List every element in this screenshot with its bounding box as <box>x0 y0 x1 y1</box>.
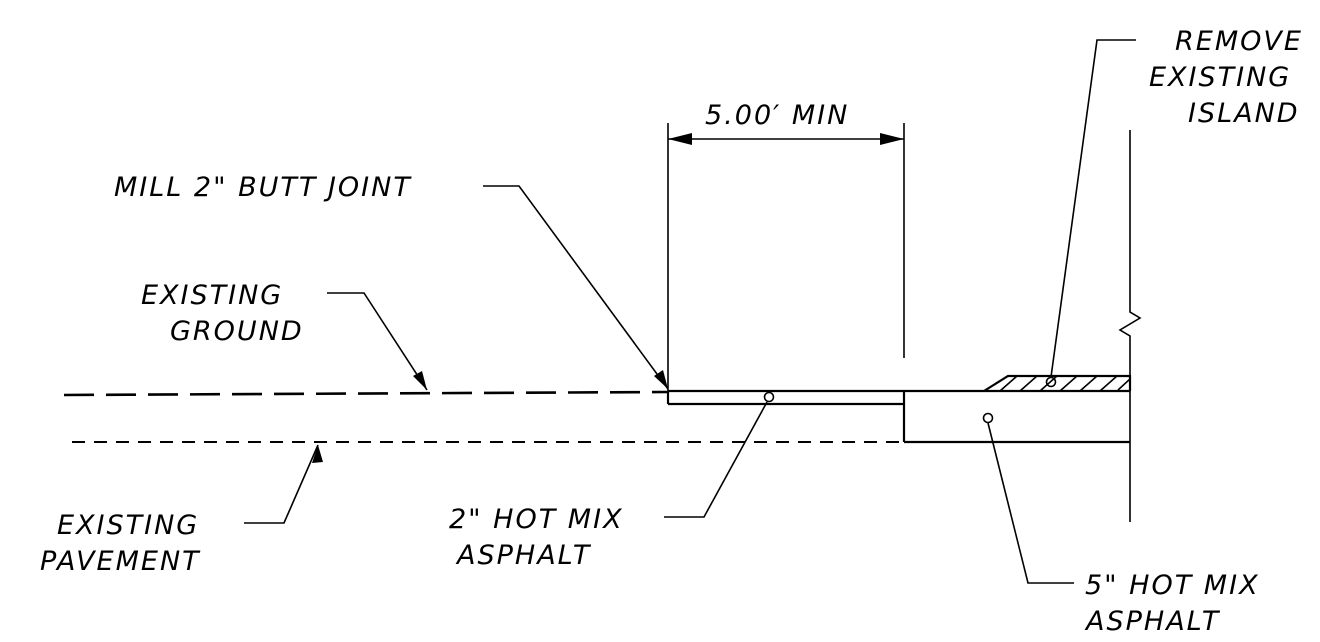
right-break-line <box>1118 130 1142 522</box>
hma-2in-label-1: 2" HOT MIX <box>449 504 624 535</box>
remove-island-leader <box>1050 39 1136 378</box>
hma-5in-layer <box>902 391 1130 444</box>
hma-2in-leader <box>664 401 768 518</box>
hma-5in-label-2: ASPHALT <box>1084 606 1221 637</box>
hma-5in-label-1: 5" HOT MIX <box>1085 570 1260 601</box>
dimension-label: 5.00′ MIN <box>705 100 849 131</box>
mill-joint-leader <box>483 185 669 390</box>
dimension-5ft <box>667 123 905 391</box>
existing-ground-line <box>63 390 669 397</box>
mill-joint-label: MILL 2" BUTT JOINT <box>114 172 412 203</box>
hma-2in-layer <box>666 389 1130 406</box>
remove-island-label-1: REMOVE <box>1175 26 1303 57</box>
remove-island-label-2: EXISTING <box>1149 62 1291 93</box>
existing-pavement-leader <box>244 444 319 524</box>
existing-ground-label-2: GROUND <box>170 316 304 347</box>
existing-pavement-label-1: EXISTING <box>57 510 199 541</box>
hma-5in-leader <box>987 422 1074 584</box>
existing-ground-label-1: EXISTING <box>141 280 283 311</box>
existing-pavement-label-2: PAVEMENT <box>40 546 201 577</box>
remove-island-label-3: ISLAND <box>1188 98 1300 129</box>
island-removal-hatch <box>983 374 1132 392</box>
existing-ground-leader <box>327 292 428 391</box>
hma-2in-label-2: ASPHALT <box>455 540 592 571</box>
